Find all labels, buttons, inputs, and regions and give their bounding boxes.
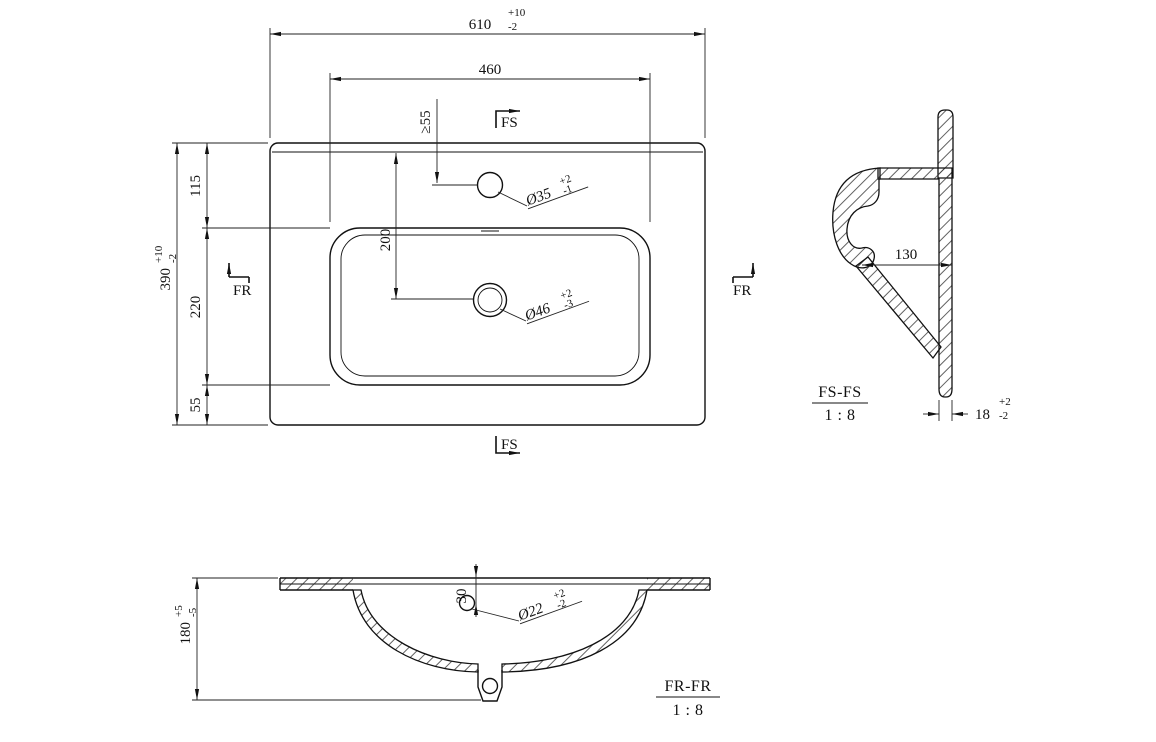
leader-line xyxy=(471,608,520,622)
section-mark-line xyxy=(495,436,520,456)
svg-text:+10: +10 xyxy=(153,245,165,263)
bowl-wall-right xyxy=(501,589,648,673)
overflow-hole-circle xyxy=(458,594,476,612)
svg-text:30: 30 xyxy=(454,589,470,604)
svg-text:180: 180 xyxy=(178,622,194,645)
dim-apron-tol-up: +2 xyxy=(999,396,1011,408)
dim-seg-front: 55 xyxy=(188,398,204,413)
fr-section-view: 30 Ø22 +2 -2 180 +5 -5 FR-FR 1 : 8 xyxy=(173,564,720,719)
svg-text:FS-FS: FS-FS xyxy=(818,384,861,401)
svg-text:FR: FR xyxy=(233,283,251,299)
svg-text:Ø46: Ø46 xyxy=(522,300,553,324)
dim-overflow-offset: 30 xyxy=(454,589,470,604)
dim-width-tol-dn: -2 xyxy=(508,21,517,33)
leader-shoulder xyxy=(519,600,583,625)
basin-inner-outline xyxy=(340,234,640,377)
svg-text:-3: -3 xyxy=(562,297,575,312)
basin-rim-outline xyxy=(329,227,651,386)
drain-hole-callout: Ø46 +2 -3 xyxy=(522,287,590,325)
dim-width-text: 610 xyxy=(469,17,492,33)
countertop-outline xyxy=(269,142,706,426)
dim-width-tol-up: +10 xyxy=(508,7,526,19)
drain-hole-outer-circle xyxy=(472,282,508,318)
svg-text:1 : 8: 1 : 8 xyxy=(825,407,856,424)
svg-text:115: 115 xyxy=(188,175,204,197)
deck-and-apron-profile xyxy=(877,167,953,398)
svg-text:-2: -2 xyxy=(555,597,568,611)
drain-outlet-profile xyxy=(477,670,503,702)
dim-depth: 390 +10 -2 xyxy=(153,245,179,290)
fr-section-label: FR-FR 1 : 8 xyxy=(656,678,720,719)
leader-line xyxy=(499,308,527,322)
faucet-hole-callout: Ø35 +2 -1 xyxy=(523,173,589,210)
svg-text:200: 200 xyxy=(378,229,394,252)
section-mark-fr-left: FR xyxy=(226,263,251,299)
svg-text:-2: -2 xyxy=(167,254,179,263)
svg-text:FR: FR xyxy=(733,283,751,299)
svg-text:≥55: ≥55 xyxy=(418,110,434,133)
rim-hook-profile xyxy=(832,167,881,269)
drain-hole-inner-circle xyxy=(477,287,503,313)
svg-text:-1: -1 xyxy=(561,183,574,197)
drain-outlet-circle xyxy=(481,677,499,695)
svg-text:Ø35: Ø35 xyxy=(523,185,554,209)
dim-apron-tol-dn: -2 xyxy=(999,410,1008,422)
section-mark-fs-bottom: FS xyxy=(495,436,520,456)
svg-text:Ø22: Ø22 xyxy=(515,600,546,624)
plan-view: 610 +10 -2 460 ≥55 200 390 +10 -2 xyxy=(153,7,756,456)
fs-section-label: FS-FS 1 : 8 xyxy=(812,384,868,424)
section-mark-line xyxy=(495,108,520,128)
faucet-hole-circle xyxy=(476,171,504,199)
leader-line xyxy=(497,191,528,207)
svg-text:-5: -5 xyxy=(187,607,199,617)
leader-shoulder xyxy=(526,300,590,325)
svg-text:FS: FS xyxy=(501,437,518,453)
svg-text:220: 220 xyxy=(188,296,204,319)
fs-section-view: 130 18 +2 -2 FS-FS 1 : 8 xyxy=(812,109,1011,424)
svg-text:+2: +2 xyxy=(558,173,573,188)
svg-text:FS: FS xyxy=(501,115,518,131)
svg-text:1 : 8: 1 : 8 xyxy=(673,702,704,719)
svg-text:+5: +5 xyxy=(173,605,185,617)
dim-seg-back: 115 xyxy=(188,175,204,197)
backsplash-profile xyxy=(937,109,954,179)
section-mark-fs-top: FS xyxy=(495,108,520,131)
bowl-wall-profile xyxy=(855,256,942,360)
overflow-callout: Ø22 +2 -2 xyxy=(515,587,583,625)
svg-text:390: 390 xyxy=(158,268,174,291)
section-mark-fr-right: FR xyxy=(732,263,756,299)
dim-apron-text: 18 xyxy=(975,407,990,423)
bowl-wall-left xyxy=(352,589,479,673)
svg-text:+2: +2 xyxy=(559,287,574,302)
dim-faucet-to-drain: 200 xyxy=(378,229,394,252)
dim-faucet-span-text: 460 xyxy=(479,62,502,78)
dim-bowl-height: 180 +5 -5 xyxy=(173,605,199,645)
dim-seg-bowl: 220 xyxy=(188,296,204,319)
svg-text:55: 55 xyxy=(188,398,204,413)
leader-shoulder xyxy=(527,186,589,210)
dim-section-depth-text: 130 xyxy=(895,247,918,263)
svg-text:FR-FR: FR-FR xyxy=(665,678,712,695)
dim-faucet-edge-min: ≥55 xyxy=(418,110,434,133)
svg-text:+2: +2 xyxy=(552,587,567,602)
